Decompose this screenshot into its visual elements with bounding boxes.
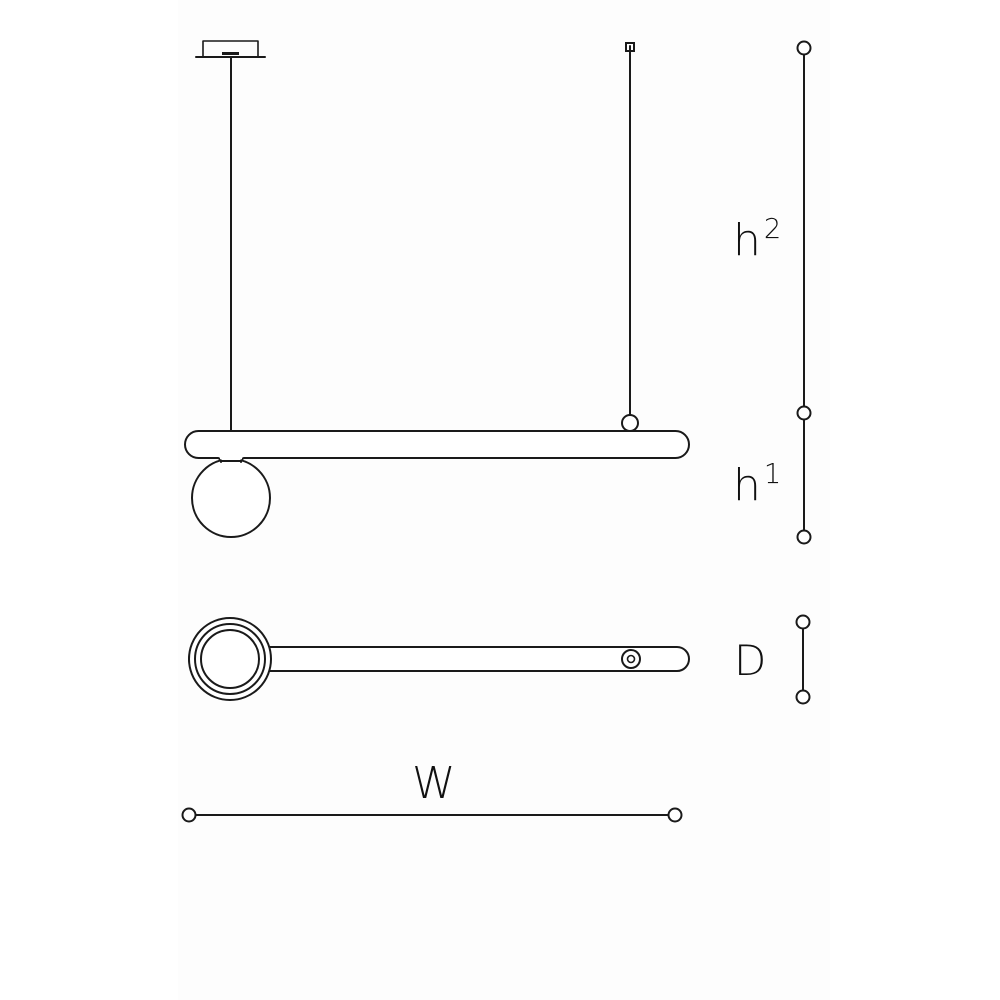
globe-shade: [191, 456, 271, 538]
drawing-panel: [178, 0, 830, 1000]
dimension-d: [795, 614, 811, 705]
top-view: [188, 617, 690, 701]
dim-d-marker-bottom: [795, 689, 811, 705]
globe-ring-middle: [194, 623, 266, 695]
front-view: [184, 40, 690, 538]
switch-button-outer: [621, 649, 641, 669]
label-w: W: [412, 758, 456, 809]
lamp-bar-front: [184, 430, 690, 459]
dimension-w: [181, 807, 683, 823]
globe-ring-inner: [200, 629, 260, 689]
dimension-h: [796, 40, 812, 545]
lamp-bar-top: [255, 646, 690, 672]
cable-connector-ball: [621, 414, 639, 432]
switch-button-inner: [626, 654, 636, 664]
dim-marker-mid: [796, 405, 812, 421]
dim-d-marker-top: [795, 614, 811, 630]
dim-w-marker-right: [667, 807, 683, 823]
ceiling-canopy: [195, 40, 266, 58]
dim-marker-bottom: [796, 529, 812, 545]
dim-w-marker-left: [181, 807, 197, 823]
label-d: D: [734, 636, 767, 685]
canopy-slot: [222, 52, 239, 55]
dim-marker-top: [796, 40, 812, 56]
